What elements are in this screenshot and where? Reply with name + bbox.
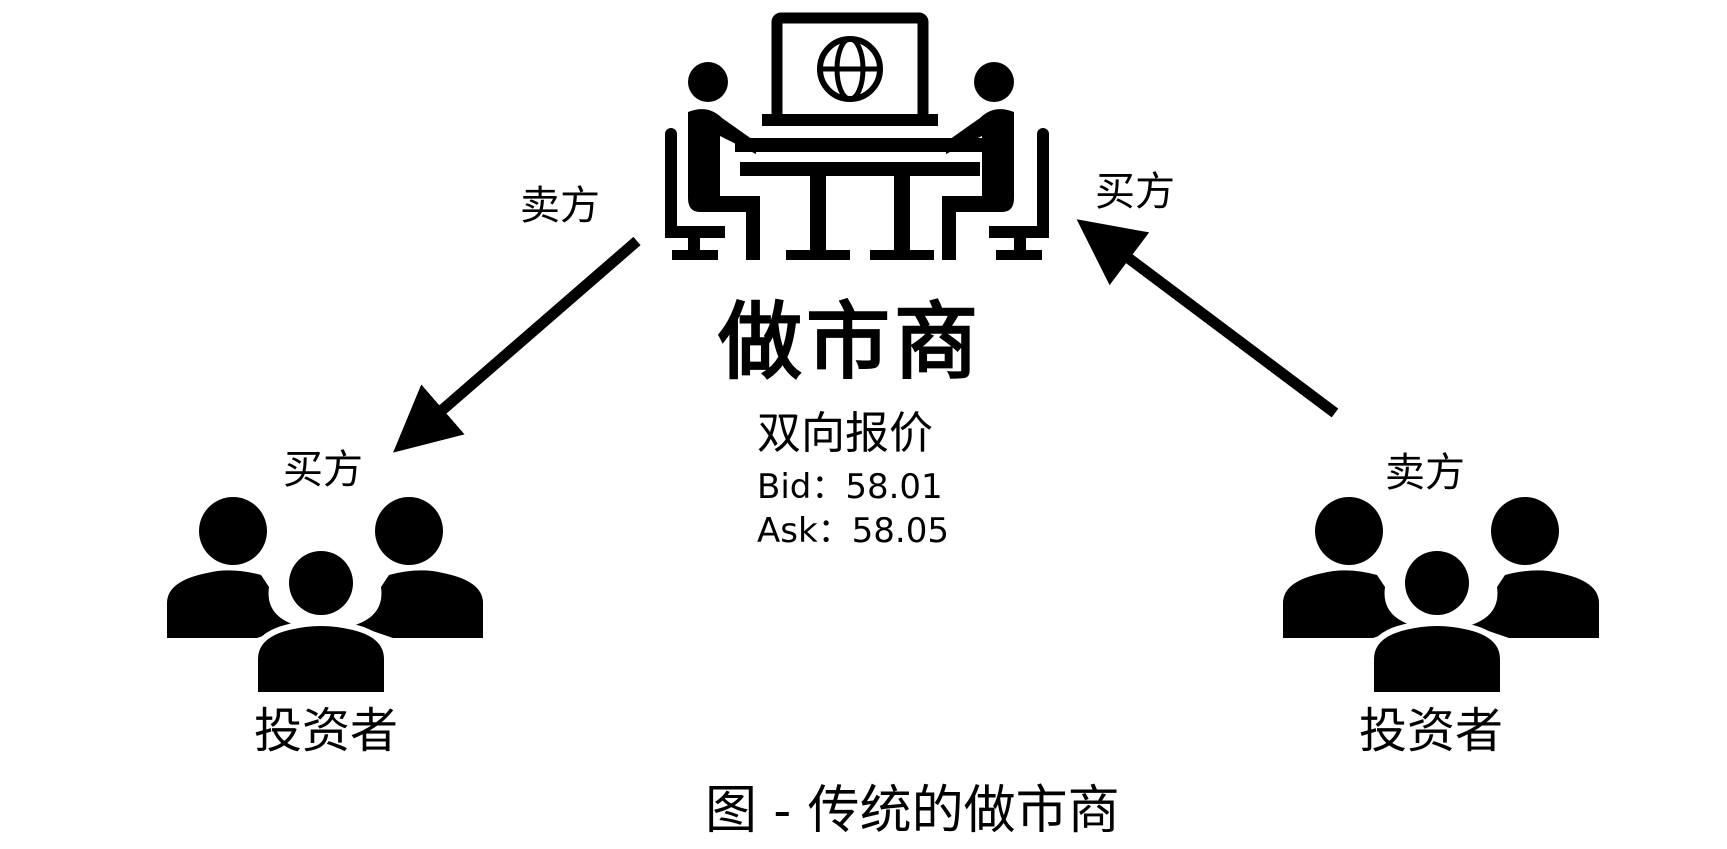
traders-at-computer-icon [665,12,1049,260]
investor-role-buyer: 买方 [283,447,363,493]
arrow-right-investors-to-marketmaker [1076,219,1339,418]
quote-title: 双向报价 [757,408,933,459]
investor-label-right: 投资者 [1359,703,1504,759]
ask-quote: Ask：58.05 [757,511,949,551]
edge-label-sell: 卖方 [520,183,600,229]
bid-quote: Bid：58.01 [757,467,943,507]
people-group-icon [167,497,483,695]
arrow-marketmaker-to-left-investors [393,236,641,453]
investor-role-seller: 卖方 [1385,450,1465,496]
edge-label-buy: 买方 [1095,169,1175,215]
market-maker-title: 做市商 [718,293,983,391]
people-group-icon [1283,497,1599,695]
figure-caption: 图 - 传统的做市商 [705,781,1120,841]
globe-icon [817,36,883,102]
investor-label-left: 投资者 [254,703,399,759]
